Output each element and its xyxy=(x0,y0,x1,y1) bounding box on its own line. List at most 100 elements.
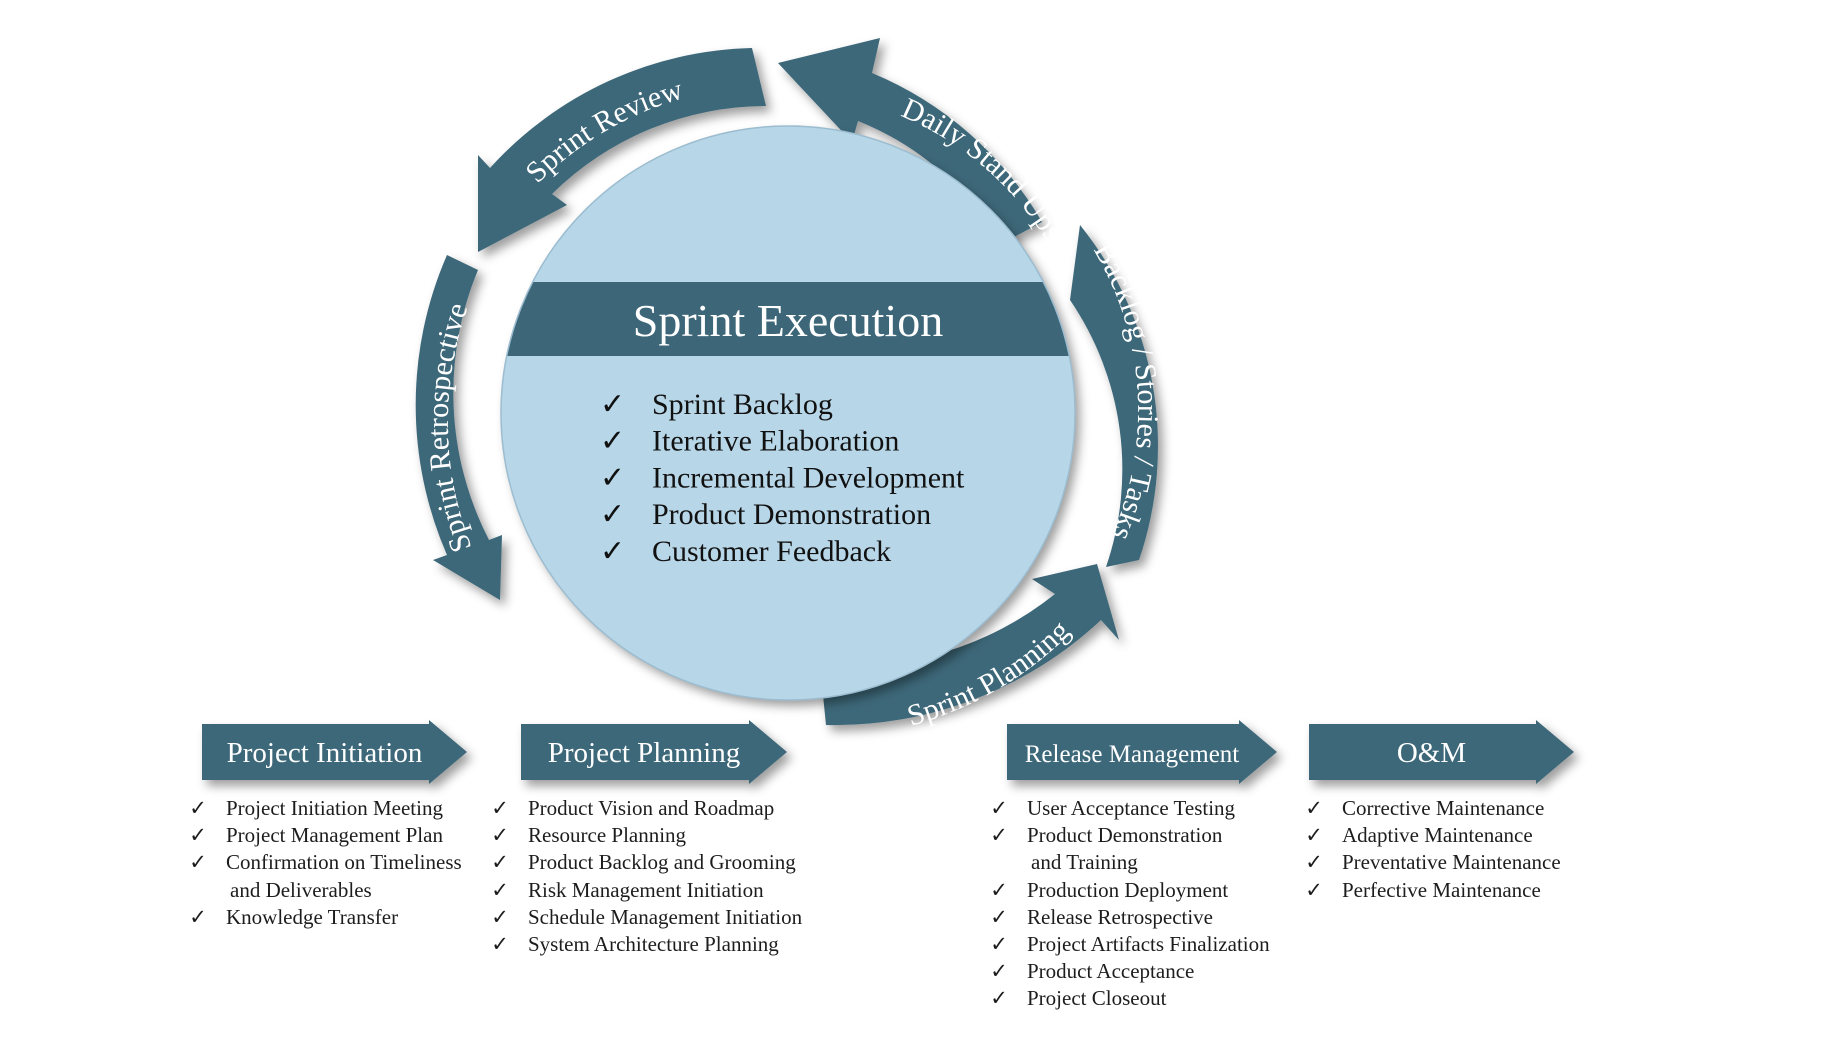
sprint-planning-arrow xyxy=(820,564,1119,726)
list-item-text: Project Initiation Meeting xyxy=(226,796,443,820)
sprint-execution-items: ✓ Sprint Backlog ✓ Iterative Elaboration ✓ In… xyxy=(600,388,965,568)
check-icon: ✓ xyxy=(189,796,207,820)
release-management-list: ✓ User Acceptance Testing ✓ Product Demonst… xyxy=(987,795,1270,1013)
check-icon: ✓ xyxy=(600,388,625,421)
list-item-text: Product Acceptance xyxy=(1027,959,1195,984)
project-initiation-label: Project Initiation xyxy=(227,737,423,769)
sprint-execution-item: Sprint Backlog xyxy=(652,388,833,421)
check-icon: ✓ xyxy=(1305,850,1323,875)
sprint-execution-band xyxy=(501,282,1075,356)
check-icon: ✓ xyxy=(491,796,509,820)
list-item: ✓ Product Vision and Roadmap xyxy=(488,795,802,822)
list-item: ✓ Adaptive Maintenance xyxy=(1302,822,1561,849)
check-icon: ✓ xyxy=(189,850,207,875)
list-item-text: System Architecture Planning xyxy=(528,932,779,957)
check-icon: ✓ xyxy=(990,796,1008,820)
release-management-arrow: Release Management xyxy=(1007,720,1277,784)
phase-arrows: Project Initiation Project Planning Releas… xyxy=(202,720,1574,784)
om-arrow-shape xyxy=(1309,720,1574,784)
list-item: ✓ Product Acceptance xyxy=(987,958,1270,985)
list-item: ✓ Project Initiation Meeting xyxy=(186,795,462,822)
om-label: O&M xyxy=(1397,737,1466,769)
check-icon: ✓ xyxy=(600,535,625,568)
check-icon: ✓ xyxy=(1305,877,1323,902)
check-icon: ✓ xyxy=(1305,823,1323,848)
check-icon: ✓ xyxy=(491,823,509,848)
list-item: ✓ Corrective Maintenance xyxy=(1302,795,1561,822)
sprint-execution-item: Product Demonstration xyxy=(652,498,931,531)
check-icon: ✓ xyxy=(990,904,1008,929)
list-item: ✓ User Acceptance Testing xyxy=(987,795,1270,822)
list-item-text: User Acceptance Testing xyxy=(1027,796,1236,820)
list-item: ✓ Project Closeout xyxy=(987,985,1270,1012)
project-initiation-arrow-shape xyxy=(202,720,467,784)
list-item: ✓ Release Retrospective xyxy=(987,904,1270,931)
list-item: ✓ Preventative Maintenance xyxy=(1302,849,1561,876)
list-item-text: Preventative Maintenance xyxy=(1342,850,1561,875)
check-icon: ✓ xyxy=(491,904,509,929)
check-icon: ✓ xyxy=(600,498,625,531)
list-item: ✓ Perfective Maintenance xyxy=(1302,877,1561,904)
sprint-review-arrow xyxy=(478,48,766,252)
list-item: ✓ Knowledge Transfer xyxy=(186,904,462,931)
om-arrow: O&M xyxy=(1309,720,1574,784)
check-icon: ✓ xyxy=(189,904,207,929)
list-item: ✓ System Architecture Planning xyxy=(488,931,802,958)
list-item-text: Knowledge Transfer xyxy=(226,904,399,929)
list-item-text: Project Management Plan xyxy=(226,823,443,848)
project-initiation-arrow: Project Initiation xyxy=(202,720,467,784)
list-item: ✓ Risk Management Initiation xyxy=(488,877,802,904)
project-planning-list: ✓ Product Vision and Roadmap ✓ Resource Pla… xyxy=(488,795,802,958)
project-planning-label: Project Planning xyxy=(548,737,741,769)
check-icon: ✓ xyxy=(990,959,1008,984)
sprint-execution-circle: Sprint Execution xyxy=(500,125,1076,701)
sprint-execution-item: Incremental Development xyxy=(652,461,965,494)
check-icon: ✓ xyxy=(600,425,625,458)
list-item-text: Resource Planning xyxy=(528,823,687,848)
check-icon: ✓ xyxy=(990,986,1008,1011)
list-item-text: Risk Management Initiation xyxy=(528,877,764,902)
sprint-execution-title: Sprint Execution xyxy=(633,295,943,346)
list-item-text: Project Closeout xyxy=(1027,986,1167,1011)
list-item: ✓ Production Deployment xyxy=(987,877,1270,904)
check-icon: ✓ xyxy=(1305,796,1323,820)
project-initiation-list: ✓ Project Initiation Meeting ✓ Project Mana… xyxy=(186,795,462,931)
om-list: ✓ Corrective Maintenance ✓ Adaptive Mainten… xyxy=(1302,795,1561,904)
list-item: ✓ Resource Planning xyxy=(488,822,802,849)
sprint-retrospective-arrow xyxy=(415,255,502,600)
list-item-text-continued: and Training xyxy=(1031,850,1138,875)
project-planning-arrow: Project Planning xyxy=(521,720,787,784)
check-icon: ✓ xyxy=(600,461,625,494)
list-item-text: Schedule Management Initiation xyxy=(528,904,803,929)
list-item: ✓ Schedule Management Initiation xyxy=(488,904,802,931)
release-management-label: Release Management xyxy=(1025,741,1240,768)
list-item: ✓ Project Management Plan xyxy=(186,822,462,849)
list-item-text: Adaptive Maintenance xyxy=(1342,823,1533,848)
sprint-execution-item: Iterative Elaboration xyxy=(652,425,899,458)
list-item-text: Perfective Maintenance xyxy=(1342,877,1541,902)
list-item: ✓ Product Backlog and Grooming xyxy=(488,849,802,876)
check-icon: ✓ xyxy=(990,877,1008,902)
check-icon: ✓ xyxy=(990,823,1008,848)
list-item-text: Release Retrospective xyxy=(1027,904,1214,929)
list-item-text: Product Vision and Roadmap xyxy=(528,796,775,820)
check-icon: ✓ xyxy=(491,877,509,902)
release-management-arrow-shape xyxy=(1007,720,1277,784)
check-icon: ✓ xyxy=(491,850,509,875)
backlog-stories-tasks-arrow xyxy=(1070,225,1158,567)
project-planning-arrow-shape xyxy=(521,720,787,784)
list-item-text: Product Demonstration xyxy=(1027,823,1223,848)
daily-stand-ups-arrow xyxy=(778,38,1042,244)
list-item-text: Corrective Maintenance xyxy=(1342,796,1545,820)
list-item-text: Project Artifacts Finalization xyxy=(1027,932,1270,957)
list-item-text: Confirmation on Timeliness xyxy=(226,850,462,875)
list-item: ✓Project Artifacts Finalization xyxy=(987,931,1270,958)
list-item-text: Production Deployment xyxy=(1027,877,1229,902)
list-item-text: Product Backlog and Grooming xyxy=(528,850,796,875)
check-icon: ✓ xyxy=(491,932,509,957)
sprint-execution-item: Customer Feedback xyxy=(652,535,891,568)
check-icon: ✓ xyxy=(189,823,207,848)
list-item-text-continued: and Deliverables xyxy=(230,877,372,902)
